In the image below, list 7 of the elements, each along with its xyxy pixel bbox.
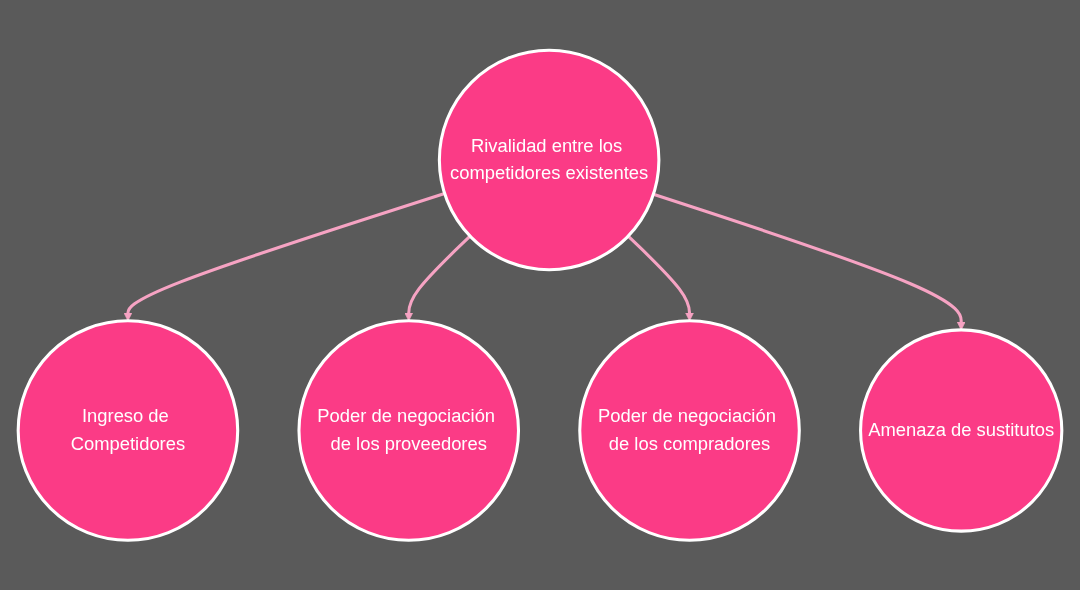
- node-circle: Poder de negociación de los proveedores: [297, 319, 521, 542]
- node-circle: Poder de negociación de los compradores: [578, 319, 801, 542]
- arrow: [627, 234, 694, 321]
- node-circle: Ingreso de Competidores: [16, 319, 240, 542]
- arrow: [404, 234, 472, 321]
- node-circle: Amenaza de sustitutos: [859, 328, 1064, 533]
- node-circle: Rivalidad entre los competidores existentes: [437, 48, 661, 271]
